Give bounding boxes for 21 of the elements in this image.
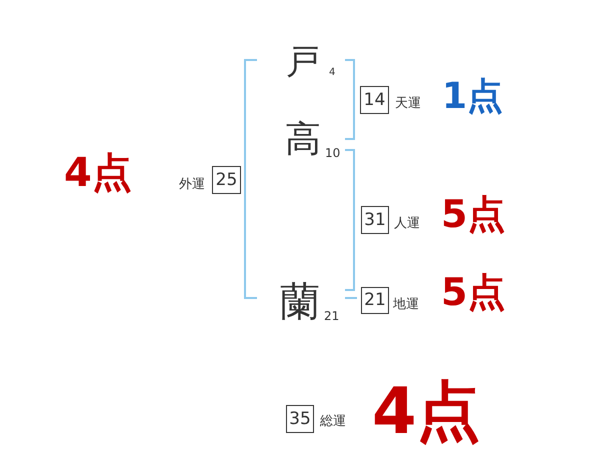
score-text: 4点 (64, 153, 132, 193)
number-box: 35 (286, 405, 314, 433)
stroke-count: 10 (325, 147, 340, 159)
score-text: 5点 (441, 195, 506, 233)
name-character: 蘭 (280, 282, 320, 322)
name-character: 戸 (286, 45, 320, 79)
number-box: 25 (212, 166, 241, 194)
number-box: 14 (360, 86, 389, 114)
fortune-label: 外運 (179, 178, 205, 191)
name-character: 高 (285, 122, 321, 158)
fortune-label: 人運 (394, 217, 420, 230)
score-text: 4点 (372, 380, 481, 444)
fortune-label: 総運 (320, 415, 346, 428)
stroke-count: 21 (324, 310, 340, 322)
fortune-label: 地運 (393, 298, 419, 311)
score-text: 1点 (442, 79, 504, 115)
score-text: 5点 (441, 273, 506, 311)
number-box: 31 (361, 206, 389, 234)
fortune-label: 天運 (395, 97, 421, 110)
stroke-count: 4 (329, 68, 336, 78)
number-box: 21 (361, 287, 389, 314)
